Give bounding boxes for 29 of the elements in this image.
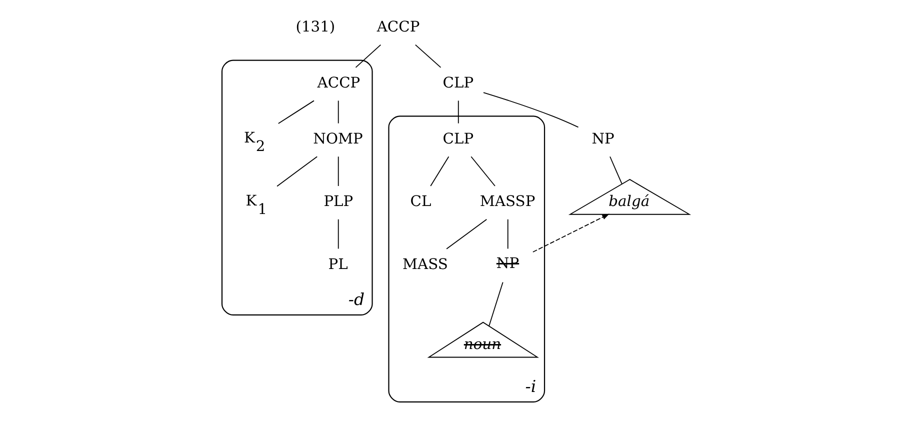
node-text: PL: [328, 256, 348, 273]
node-text: NP: [591, 130, 614, 148]
connector: [488, 282, 503, 326]
connector: [430, 156, 449, 186]
connector: [337, 100, 338, 124]
node-text: PLP: [323, 193, 353, 210]
node-text: CL: [410, 193, 431, 210]
node-text: CLP: [442, 74, 474, 92]
connector: [470, 156, 495, 186]
connector: [482, 92, 578, 128]
connector: [277, 100, 314, 124]
node-text: ACCP: [376, 18, 420, 36]
connector: [446, 218, 487, 250]
connector: [414, 44, 441, 68]
connector: [337, 156, 338, 186]
arrow: [532, 214, 609, 252]
node-text: NP: [496, 255, 519, 272]
connector: [506, 218, 508, 250]
label: (131): [295, 18, 335, 36]
node-text: ACCP: [316, 74, 360, 92]
node-text: MASSP: [479, 193, 535, 210]
node-text: CLP: [442, 130, 474, 148]
connector: [457, 100, 458, 124]
node-text: MASS: [402, 256, 448, 273]
connector: [337, 218, 338, 250]
node-text: NOMP: [312, 130, 362, 148]
connector: [276, 156, 318, 187]
connector: [354, 44, 381, 68]
connector: [609, 156, 622, 184]
